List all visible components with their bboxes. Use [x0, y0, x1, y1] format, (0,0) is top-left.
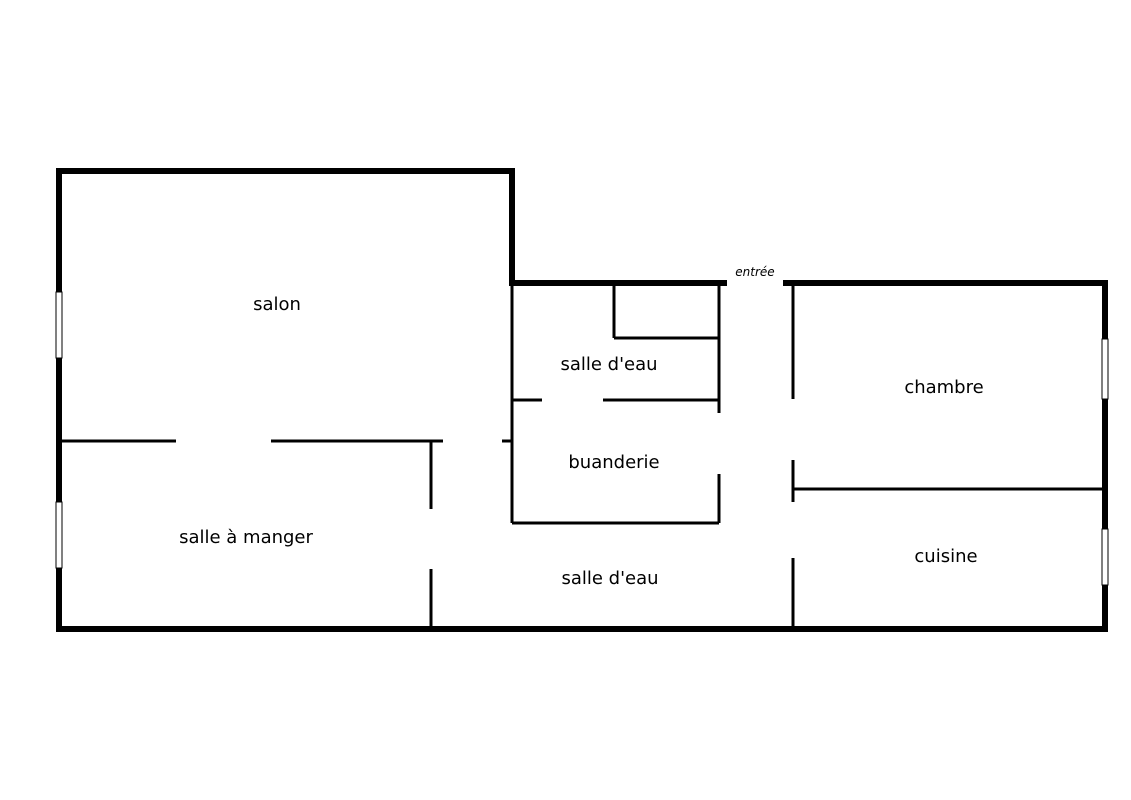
room-label-salle-deau-bottom: salle d'eau: [561, 568, 658, 589]
room-label-salle-deau-top: salle d'eau: [560, 354, 657, 375]
window-salon: [55, 291, 63, 359]
window-chambre: [1101, 338, 1109, 400]
window-cuisine: [1101, 528, 1109, 586]
room-label-salon: salon: [253, 294, 301, 315]
windows: [55, 291, 1109, 586]
room-label-buanderie: buanderie: [568, 452, 659, 473]
room-label-cuisine: cuisine: [914, 546, 977, 567]
interior-walls: [62, 283, 1102, 626]
entry-label: entrée: [735, 265, 774, 279]
window-salle-a-manger: [55, 501, 63, 569]
room-label-chambre: chambre: [904, 377, 983, 398]
room-label-salle-a-manger: salle à manger: [179, 527, 313, 548]
